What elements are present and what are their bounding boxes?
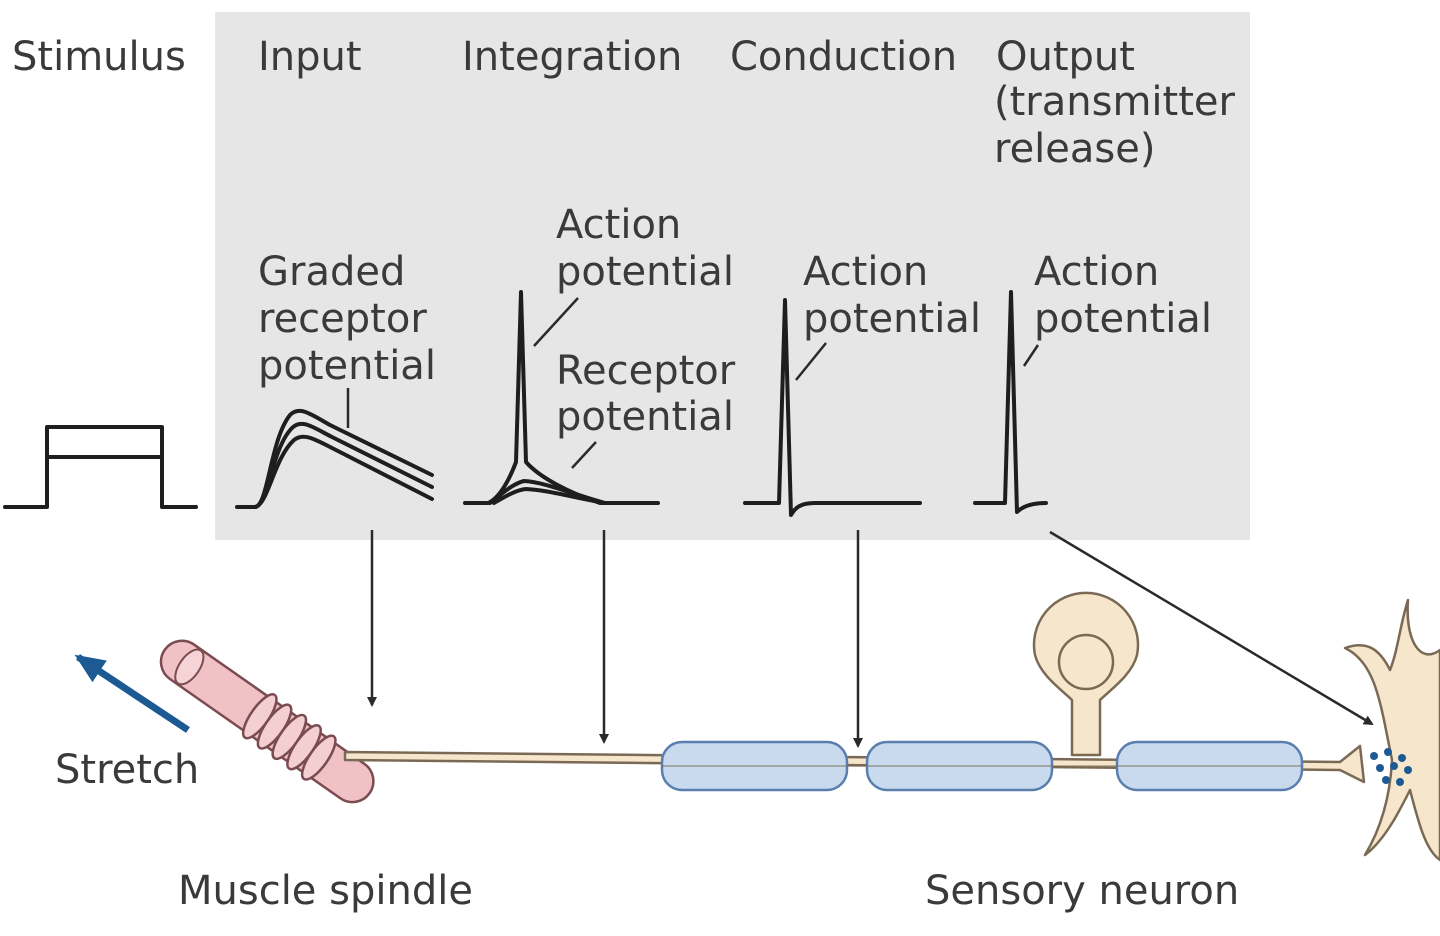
output-arrow [1049, 530, 1374, 726]
transmitter-vesicles [1370, 748, 1412, 786]
output-ap-label-2: potential [1034, 296, 1212, 342]
stimulus-trace [3, 425, 198, 509]
stage-integration-label: Integration [462, 34, 682, 80]
stretch-label: Stretch [55, 747, 199, 793]
muscle-spindle-label: Muscle spindle [178, 868, 473, 914]
stage-stimulus-label: Stimulus [12, 34, 186, 80]
stage-output-label-2: (transmitter [994, 79, 1235, 125]
stretch-arrow [74, 654, 190, 733]
integration-ap-label-2: potential [556, 249, 734, 295]
conduction-ap-leader [795, 342, 827, 381]
postsynaptic-neuron [1343, 598, 1440, 862]
graded-potential-trace [235, 408, 434, 509]
output-ap-label-1: Action [1034, 249, 1159, 295]
stage-input-label: Input [258, 34, 362, 80]
conduction-ap-label-2: potential [803, 296, 981, 342]
integration-trace [463, 290, 660, 505]
stage-output-label-1: Output [996, 34, 1135, 80]
sensory-axon [343, 744, 1366, 784]
output-ap-leader [1022, 344, 1040, 367]
graded-label-3: potential [258, 343, 436, 389]
receptor-label-1: Receptor [556, 348, 736, 394]
integration-ap-leader [533, 297, 579, 347]
integration-ap-label-1: Action [556, 202, 681, 248]
receptor-leader [571, 441, 597, 469]
conduction-trace [743, 298, 922, 517]
nucleus [1057, 633, 1115, 691]
receptor-label-2: potential [556, 394, 734, 440]
stage-conduction-label: Conduction [730, 34, 957, 80]
muscle-spindle [159, 639, 375, 804]
conduction-ap-label-1: Action [803, 249, 928, 295]
sensory-neuron-label: Sensory neuron [925, 868, 1239, 914]
myelin-sheaths [660, 740, 1304, 792]
graded-label-2: receptor [258, 296, 427, 342]
cell-body [1032, 591, 1140, 757]
stage-output-label-3: release) [994, 126, 1155, 172]
output-trace [973, 290, 1048, 514]
graded-label-1: Graded [258, 249, 405, 295]
